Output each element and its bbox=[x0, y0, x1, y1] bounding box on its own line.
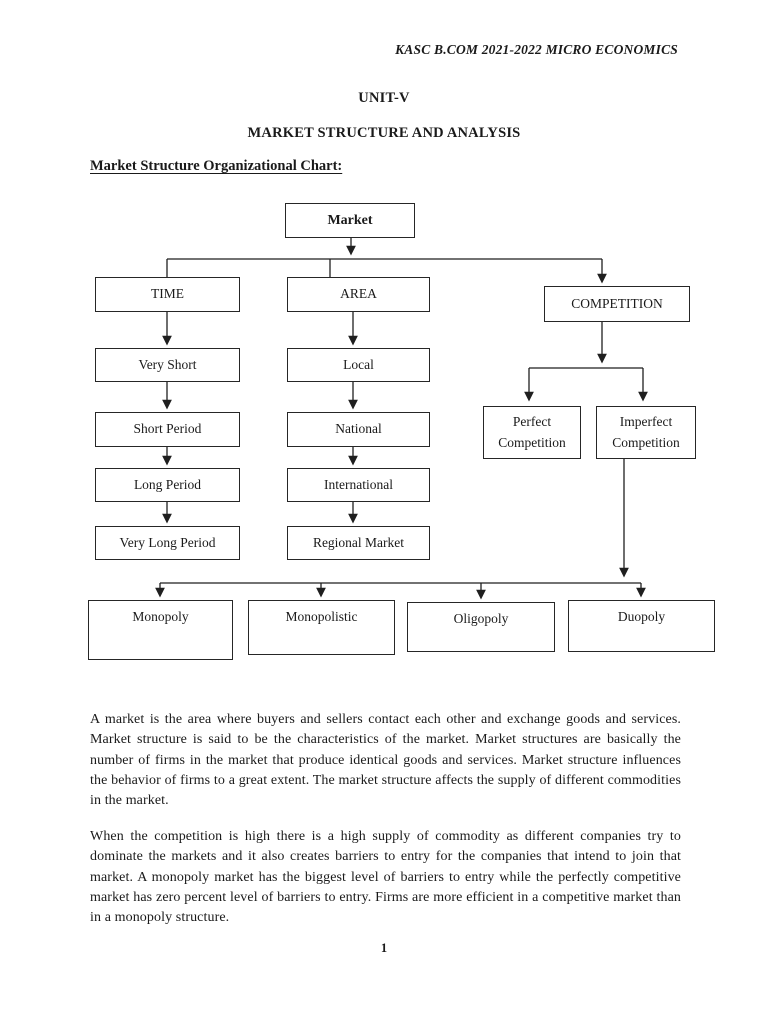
node-oligopoly: Oligopoly bbox=[407, 602, 555, 652]
node-short-period: Short Period bbox=[95, 412, 240, 447]
node-perfect-competition: Perfect Competition bbox=[483, 406, 581, 459]
node-market: Market bbox=[285, 203, 415, 238]
page-title: MARKET STRUCTURE AND ANALYSIS bbox=[247, 125, 521, 141]
node-monopolistic: Monopolistic bbox=[248, 600, 395, 655]
page-number: 1 bbox=[380, 941, 388, 955]
body-paragraph-2: When the competition is high there is a … bbox=[90, 829, 681, 926]
node-competition: COMPETITION bbox=[544, 286, 690, 322]
node-time: TIME bbox=[95, 277, 240, 312]
chart-heading: Market Structure Organizational Chart: bbox=[90, 158, 343, 174]
node-national: National bbox=[287, 412, 430, 447]
body-paragraph-1: A market is the area where buyers and se… bbox=[90, 712, 681, 809]
node-regional-market: Regional Market bbox=[287, 526, 430, 560]
node-international: International bbox=[287, 468, 430, 502]
unit-title: UNIT-V bbox=[358, 90, 410, 106]
node-very-long-period: Very Long Period bbox=[95, 526, 240, 560]
node-duopoly: Duopoly bbox=[568, 600, 715, 652]
node-monopoly: Monopoly bbox=[88, 600, 233, 660]
node-local: Local bbox=[287, 348, 430, 382]
node-imperfect-competition: Imperfect Competition bbox=[596, 406, 696, 459]
document-header: KASC B.COM 2021-2022 MICRO ECONOMICS bbox=[395, 42, 678, 57]
node-area: AREA bbox=[287, 277, 430, 312]
node-very-short: Very Short bbox=[95, 348, 240, 382]
node-long-period: Long Period bbox=[95, 468, 240, 502]
